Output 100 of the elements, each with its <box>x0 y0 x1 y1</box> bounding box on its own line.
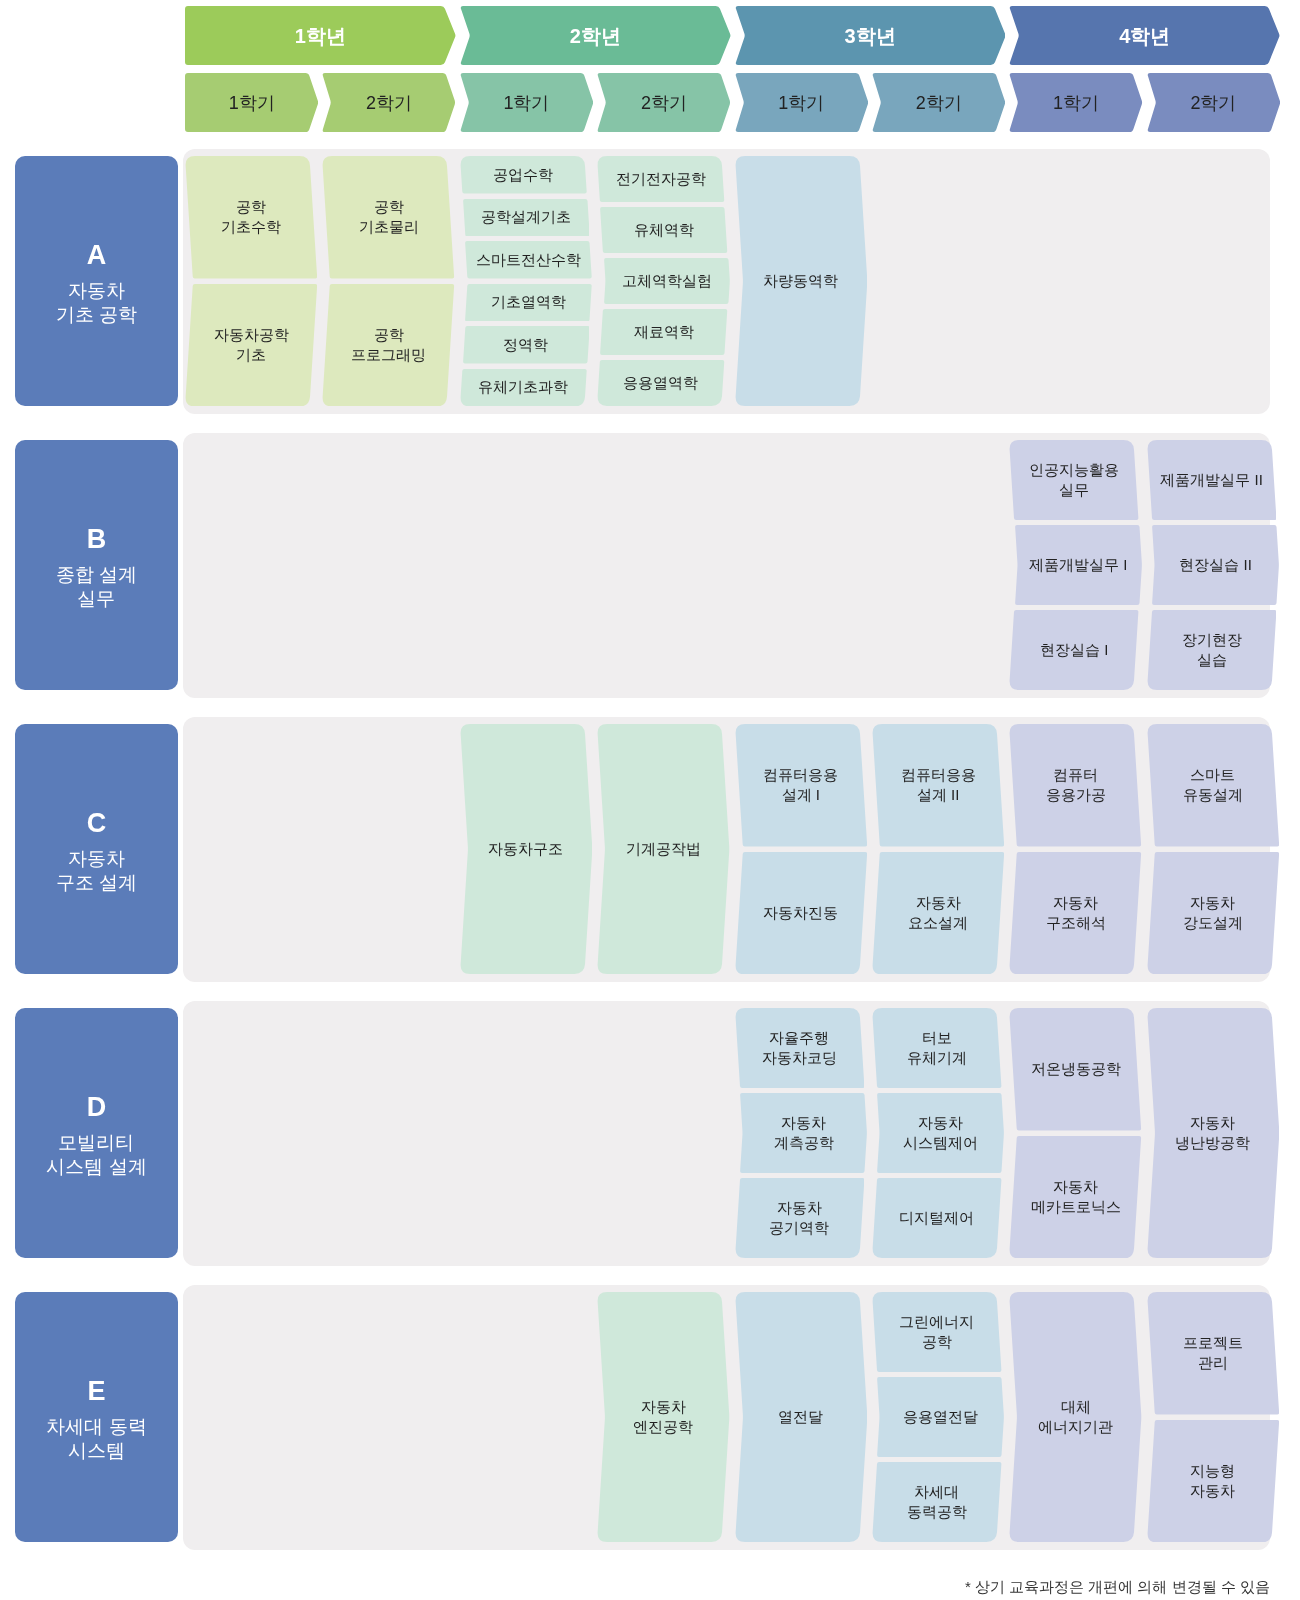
track-name: 모빌리티 시스템 설계 <box>45 1131 148 1179</box>
course-block <box>872 1178 1002 1258</box>
course-name: 컴퓨터응용 설계 I <box>762 765 840 806</box>
course-block <box>877 1377 1005 1457</box>
course-block <box>734 851 867 974</box>
semester-banner <box>734 73 868 132</box>
course-block <box>603 258 730 304</box>
course-name: 자동차 공기역학 <box>768 1198 831 1238</box>
course-name: 자율주행 자동차코딩 <box>760 1028 838 1068</box>
course-name: 자동차 엔진공학 <box>632 1397 695 1437</box>
course-block <box>734 156 867 406</box>
course-name: 차량동역학 <box>763 271 839 291</box>
year-banner <box>734 6 1006 65</box>
course-block <box>1146 851 1280 974</box>
course-block <box>185 283 318 406</box>
course-block <box>734 1292 867 1542</box>
semester-banner <box>597 73 731 132</box>
course-name: 인공지능활용 실무 <box>1028 460 1121 500</box>
track-letter: D <box>86 1091 107 1123</box>
semester-banner <box>872 73 1006 132</box>
semester-label: 1학기 <box>503 91 550 114</box>
course-name: 자동차 구조해석 <box>1044 892 1107 933</box>
course-block <box>322 156 455 279</box>
course-name: 자동차 계측공학 <box>772 1113 835 1153</box>
semester-label: 2학기 <box>640 91 687 114</box>
course-name: 응용열역학 <box>623 373 699 393</box>
track-letter: A <box>86 239 107 271</box>
course-name: 스마트전산수학 <box>476 249 582 270</box>
semester-label: 1학기 <box>228 91 275 114</box>
course-block <box>1009 1292 1142 1542</box>
course-name: 자동차구조 <box>488 839 564 859</box>
track-box <box>15 156 178 406</box>
course-block <box>322 283 455 406</box>
course-block <box>462 326 590 364</box>
track-box <box>15 1008 178 1258</box>
track-name: 종합 설계 실무 <box>54 563 139 611</box>
course-name: 현장실습 II <box>1179 555 1252 575</box>
track-letter: B <box>86 523 107 555</box>
course-block <box>185 156 318 279</box>
course-name: 대체 에너지기관 <box>1037 1397 1115 1437</box>
year-banner <box>459 6 731 65</box>
course-block <box>597 724 730 974</box>
semester-banner <box>459 73 594 132</box>
course-block <box>872 1462 1002 1542</box>
course-name: 차세대 동력공학 <box>905 1482 968 1522</box>
course-name: 응용열전달 <box>903 1407 979 1427</box>
course-name: 스마트 유동설계 <box>1181 765 1244 806</box>
semester-label: 1학기 <box>778 91 825 114</box>
course-block <box>872 724 1005 847</box>
course-name: 공학설계기초 <box>480 207 571 228</box>
course-name: 프로젝트 관리 <box>1181 1333 1244 1374</box>
track-box <box>15 724 178 974</box>
track-box <box>15 440 178 690</box>
course-name: 유체기초과학 <box>478 377 569 398</box>
course-name: 공학 기초물리 <box>357 197 420 238</box>
footnote: * 상기 교육과정은 개편에 의해 변경될 수 있음 <box>965 1578 1270 1596</box>
course-block <box>1009 724 1142 847</box>
course-block <box>1014 525 1142 605</box>
course-block <box>872 1008 1002 1088</box>
course-name: 자동차 냉난방공학 <box>1174 1113 1252 1153</box>
course-name: 제품개발실무 II <box>1160 470 1263 490</box>
course-name: 저온냉동공학 <box>1030 1059 1121 1080</box>
course-block <box>1009 610 1139 690</box>
course-name: 현장실습 I <box>1039 640 1109 660</box>
semester-label: 1학기 <box>1053 91 1100 114</box>
course-name: 재료역학 <box>634 322 695 342</box>
track-name: 차세대 동력 시스템 <box>45 1415 148 1463</box>
course-name: 정역학 <box>503 334 549 355</box>
course-name: 기계공작법 <box>625 839 701 859</box>
course-block <box>1009 851 1142 974</box>
course-name: 제품개발실무 I <box>1029 555 1128 575</box>
course-block <box>462 198 590 236</box>
course-name: 자동차 강도설계 <box>1181 892 1244 933</box>
track-letter: C <box>86 807 107 839</box>
course-name: 자동차진동 <box>763 902 839 923</box>
course-block <box>597 360 725 406</box>
semester-banner <box>1009 73 1143 132</box>
semester-banner <box>185 73 319 132</box>
course-name: 컴퓨터 응용가공 <box>1044 765 1107 806</box>
course-name: 지능형 자동차 <box>1189 1460 1237 1501</box>
year-label: 4학년 <box>1119 23 1171 48</box>
course-name: 자동차 요소설계 <box>907 892 970 933</box>
course-block <box>1146 440 1277 520</box>
course-block <box>1152 525 1280 605</box>
course-block <box>600 309 728 355</box>
course-name: 자동차공학 기초 <box>212 324 290 365</box>
year-banner <box>1009 6 1281 65</box>
course-block <box>1146 610 1277 690</box>
course-block <box>734 1008 865 1088</box>
course-block <box>877 1093 1005 1173</box>
course-name: 열전달 <box>778 1407 824 1427</box>
track-box <box>15 1292 178 1542</box>
course-block <box>465 241 593 279</box>
course-block <box>465 283 593 321</box>
year-label: 2학년 <box>569 23 621 48</box>
course-block <box>1146 1008 1280 1258</box>
track-name: 자동차 구조 설계 <box>54 847 139 895</box>
course-name: 자동차 메카트로닉스 <box>1029 1176 1122 1217</box>
course-block <box>1009 1135 1142 1258</box>
course-name: 공학 프로그래밍 <box>350 324 427 365</box>
